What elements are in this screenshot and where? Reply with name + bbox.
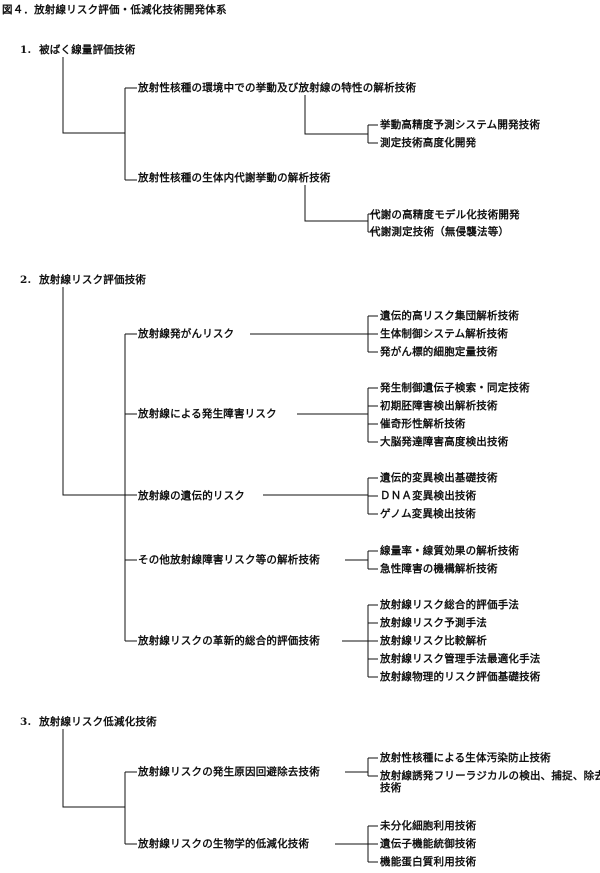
section-1-heading: 1. 被ばく線量評価技術 bbox=[20, 44, 135, 56]
section-2-heading: 2. 放射線リスク評価技術 bbox=[20, 274, 146, 286]
group-1-1-label: 放射性核種の環境中での挙動及び放射線の特性の解析技術 bbox=[138, 82, 417, 94]
section-3-number: 3. bbox=[20, 716, 32, 728]
section-3-heading: 3. 放射線リスク低減化技術 bbox=[20, 716, 157, 728]
item-3-2-1: 未分化細胞利用技術 bbox=[380, 820, 477, 832]
section-2-title: 放射線リスク評価技術 bbox=[39, 274, 147, 286]
item-3-2-3: 機能蛋白質利用技術 bbox=[380, 856, 477, 868]
item-2-3-1: 遺伝的変異検出基礎技術 bbox=[380, 472, 498, 484]
section-2-number: 2. bbox=[20, 274, 32, 286]
item-1-2-1: 代謝の高精度モデル化技術開発 bbox=[370, 209, 520, 221]
group-3-1-label: 放射線リスクの発生原因回避除去技術 bbox=[138, 766, 320, 778]
item-2-4-1: 線量率・線質効果の解析技術 bbox=[380, 545, 520, 557]
group-2-5-label: 放射線リスクの革新的総合的評価技術 bbox=[138, 635, 320, 647]
group-2-1-label: 放射線発がんリスク bbox=[138, 328, 235, 340]
group-3-2-label: 放射線リスクの生物学的低減化技術 bbox=[138, 838, 310, 850]
item-1-1-2: 測定技術高度化開発 bbox=[380, 137, 477, 149]
item-2-1-2: 生体制御システム解析技術 bbox=[380, 328, 509, 340]
group-2-2-label: 放射線による発生障害リスク bbox=[138, 408, 277, 420]
item-2-1-1: 遺伝的高リスク集団解析技術 bbox=[380, 310, 520, 322]
section-3-title: 放射線リスク低減化技術 bbox=[39, 716, 157, 728]
item-3-1-2: 放射線誘発フリーラジカルの検出、捕捉、除去技術 bbox=[380, 770, 600, 794]
group-2-3-label: 放射線の遺伝的リスク bbox=[138, 490, 245, 502]
section-1-title: 被ばく線量評価技術 bbox=[39, 44, 136, 56]
figure-title: 図４．放射線リスク評価・低減化技術開発体系 bbox=[2, 4, 227, 16]
item-2-5-3: 放射線リスク比較解析 bbox=[380, 635, 487, 647]
item-2-5-4: 放射線リスク管理手法最適化手法 bbox=[380, 653, 541, 665]
item-2-3-3: ゲノム変異検出技術 bbox=[380, 508, 476, 520]
item-3-2-2: 遺伝子機能統御技術 bbox=[380, 838, 477, 850]
item-2-4-2: 急性障害の機構解析技術 bbox=[380, 563, 498, 575]
group-1-2-label: 放射性核種の生体内代謝挙動の解析技術 bbox=[138, 172, 331, 184]
item-3-1-1: 放射性核種による生体汚染防止技術 bbox=[380, 752, 551, 764]
item-1-1-1: 挙動高精度予測システム開発技術 bbox=[380, 119, 541, 131]
item-1-2-2: 代謝測定技術（無侵襲法等） bbox=[370, 226, 510, 238]
item-2-5-5: 放射線物理的リスク評価基礎技術 bbox=[380, 671, 541, 683]
item-2-5-2: 放射線リスク予測手法 bbox=[380, 617, 487, 629]
item-2-2-2: 初期胚障害検出解析技術 bbox=[380, 400, 498, 412]
item-2-2-4: 大脳発達障害高度検出技術 bbox=[380, 436, 509, 448]
item-2-2-3: 催奇形性解析技術 bbox=[380, 418, 466, 430]
item-2-5-1: 放射線リスク総合的評価手法 bbox=[380, 599, 520, 611]
item-2-3-2: ＤＮＡ変異検出技術 bbox=[380, 490, 477, 502]
item-2-1-3: 発がん標的細胞定量技術 bbox=[380, 346, 498, 358]
item-2-2-1: 発生制御遺伝子検索・同定技術 bbox=[380, 382, 530, 394]
section-1-number: 1. bbox=[20, 44, 32, 56]
group-2-4-label: その他放射線障害リスク等の解析技術 bbox=[138, 554, 320, 566]
